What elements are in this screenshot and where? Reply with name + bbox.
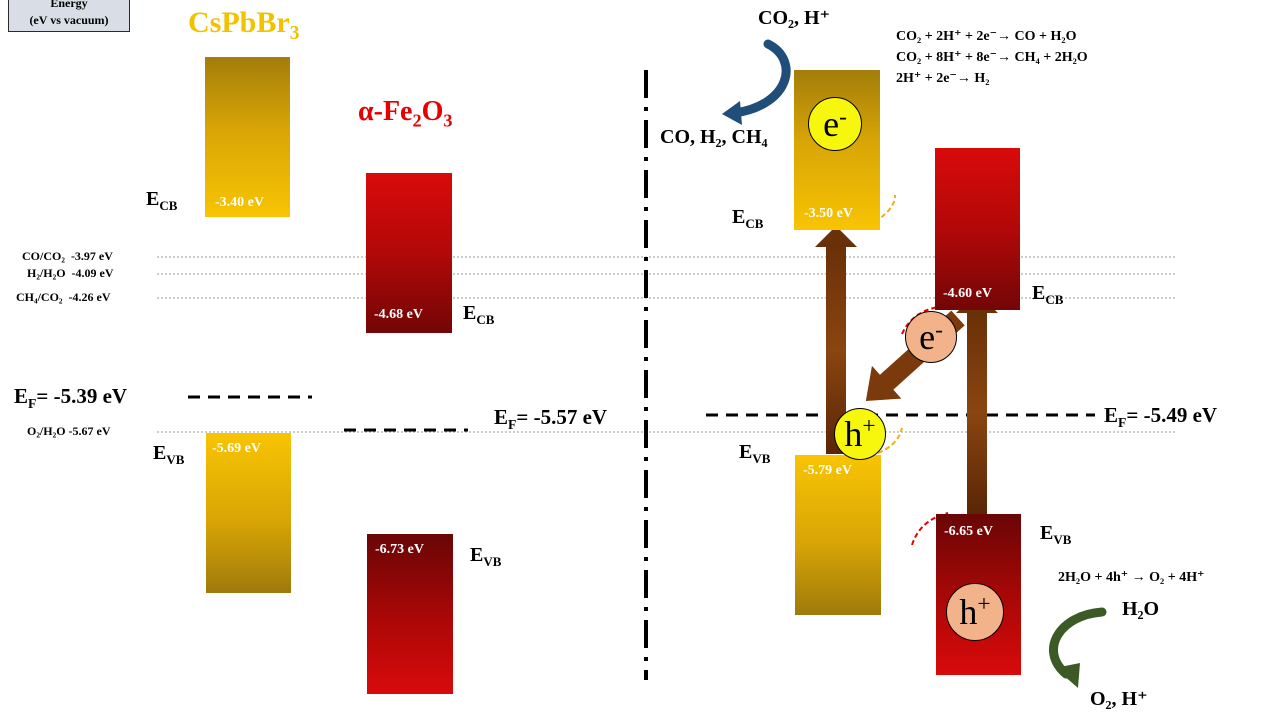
equation-4: 2H₂O + 4h⁺ → O₂ + 4H⁺ xyxy=(1058,570,1205,585)
hetero-cspbbr3-ecb-label: ECB xyxy=(732,206,764,231)
hetero-cspbbr3-cb-band: -3.50 eV xyxy=(794,70,880,230)
hetero-fe2o3-cb-value: -4.60 eV xyxy=(943,286,992,301)
arc-electron-red xyxy=(901,306,939,335)
curve-arrow-top-head xyxy=(722,101,742,125)
electron-circle-fe2o3: e- xyxy=(905,311,957,363)
hole-circle-vb: h+ xyxy=(834,408,886,460)
hetero-cspbbr3-cb-value: -3.50 eV xyxy=(804,206,853,221)
cspbbr3-vb-value: -5.69 eV xyxy=(212,441,261,456)
equation-3: 2H⁺ + 2e⁻→ H₂ xyxy=(896,71,990,86)
ref-label-ch4: CH₄/CO₂ -4.26 eV xyxy=(16,290,111,304)
electron-circle-cb: e- xyxy=(808,97,862,151)
curve-arrow-bottom-head xyxy=(1055,663,1080,688)
cspbbr3-cb-band: -3.40 eV xyxy=(205,57,290,217)
hetero-fe2o3-cb-band: -4.60 eV xyxy=(935,148,1020,310)
fe2o3-evb-label: EVB xyxy=(470,544,502,569)
arc-hole-left xyxy=(877,427,903,454)
energy-axis-box: Energy (eV vs vacuum) xyxy=(8,0,130,32)
fe2o3-vb-value: -6.73 eV xyxy=(375,542,424,557)
cspbbr3-vb-band: -5.69 eV xyxy=(206,433,291,593)
curve-arrow-top xyxy=(730,39,791,118)
energy-title: Energy xyxy=(50,0,88,10)
excitation-arrow-left xyxy=(815,226,857,454)
cspbbr3-title: CsPbBr3 xyxy=(188,6,300,44)
equation-2: CO₂ + 8H⁺ + 8e⁻→ CH₄ + 2H₂O xyxy=(896,50,1088,65)
fe2o3-ecb-label: ECB xyxy=(463,302,495,327)
products-bottom: O₂, H⁺ xyxy=(1090,688,1148,710)
energy-unit: (eV vs vacuum) xyxy=(29,13,109,27)
reactants-top: CO₂, H⁺ xyxy=(758,7,831,29)
hetero-fe2o3-ecb-label: ECB xyxy=(1032,282,1064,307)
ref-label-co: CO/CO₂ -3.97 eV xyxy=(22,249,113,263)
fe2o3-cb-band: -4.68 eV xyxy=(366,173,452,333)
products-top: CO, H₂, CH₄ xyxy=(660,126,768,148)
hetero-cspbbr3-vb-value: -5.79 eV xyxy=(803,463,852,478)
fe2o3-cb-value: -4.68 eV xyxy=(374,307,423,322)
ref-label-o2: O₂/H₂O -5.67 eV xyxy=(27,424,111,438)
hole-circle-fe2o3: h+ xyxy=(946,583,1004,641)
hetero-fe2o3-vb-value: -6.65 eV xyxy=(944,524,993,539)
cspbbr3-ecb-label: ECB xyxy=(146,188,178,213)
hetero-fe2o3-evb-label: EVB xyxy=(1040,522,1072,547)
ef-heterojunction-label: EF= -5.49 eV xyxy=(1104,403,1218,431)
fe2o3-title: α-Fe2O3 xyxy=(358,96,453,131)
hetero-cspbbr3-vb-band: -5.79 eV xyxy=(795,455,881,615)
ef-fe2o3-label: EF= -5.57 eV xyxy=(494,405,608,433)
curve-arrow-bottom xyxy=(1049,607,1107,679)
reactant-bottom: H₂O xyxy=(1122,598,1160,620)
ef-cspbbr3-label: EF= -5.39 eV xyxy=(14,384,128,412)
equation-1: CO₂ + 2H⁺ + 2e⁻→ CO + H₂O xyxy=(896,29,1077,44)
hetero-cspbbr3-evb-label: EVB xyxy=(739,441,771,466)
ref-label-h2: H₂/H₂O -4.09 eV xyxy=(27,266,114,280)
reference-lines xyxy=(157,256,1175,433)
arc-vb-red xyxy=(911,512,949,546)
fe2o3-vb-band: -6.73 eV xyxy=(367,534,453,694)
cspbbr3-cb-value: -3.40 eV xyxy=(215,195,264,210)
cspbbr3-evb-label: EVB xyxy=(153,442,185,467)
